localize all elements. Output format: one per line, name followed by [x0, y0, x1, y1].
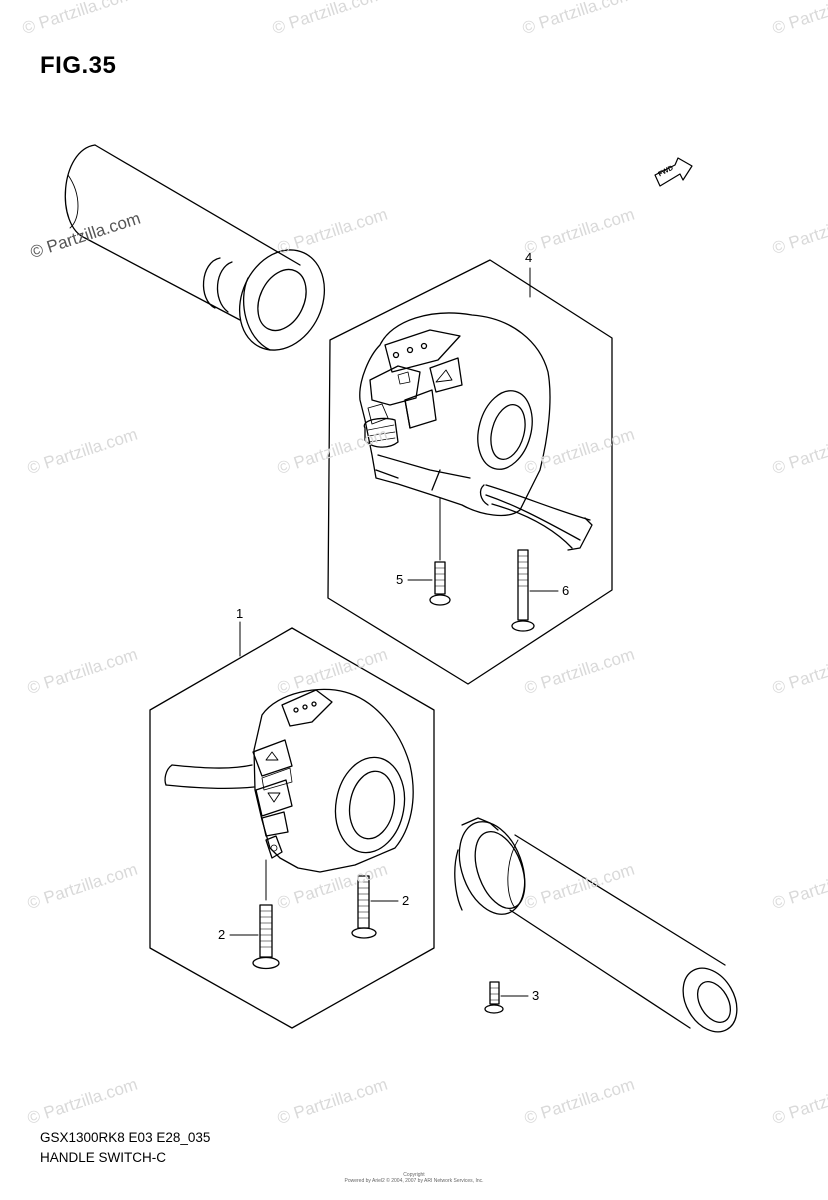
assembly-4-frame: [327, 259, 613, 685]
figure-title: FIG.35: [40, 52, 117, 79]
model-code: GSX1300RK8 E03 E28_035: [40, 1130, 211, 1145]
callout-2[interactable]: 2: [218, 927, 226, 942]
screw-2-left: [229, 904, 280, 970]
callout-6[interactable]: 6: [562, 583, 570, 598]
screw-3: [484, 981, 529, 1014]
right-handle-switch: [359, 312, 593, 551]
callout-5[interactable]: 5: [396, 572, 404, 587]
copyright-notice: Copyright Powered by Ariel2 © 2004, 2007…: [0, 1172, 828, 1184]
section-name: HANDLE SWITCH-C: [40, 1150, 167, 1165]
assembly-1-frame: [149, 627, 435, 1029]
screw-6: [511, 549, 559, 632]
callout-1[interactable]: 1: [236, 606, 244, 621]
screw-2-right: [351, 875, 399, 939]
fwd-arrow-icon: [654, 157, 693, 187]
callout-4[interactable]: 4: [525, 250, 533, 265]
callout-3[interactable]: 3: [532, 988, 540, 1003]
left-handle-switch: [164, 688, 414, 873]
callout-2[interactable]: 2: [402, 893, 410, 908]
throttle-grip: [454, 817, 738, 1033]
screw-5: [407, 561, 451, 606]
copyright-line-1: Copyright: [403, 1172, 425, 1178]
copyright-line-2: Powered by Ariel2 © 2004, 2007 by ARI Ne…: [344, 1178, 484, 1184]
left-grip: [64, 144, 326, 351]
